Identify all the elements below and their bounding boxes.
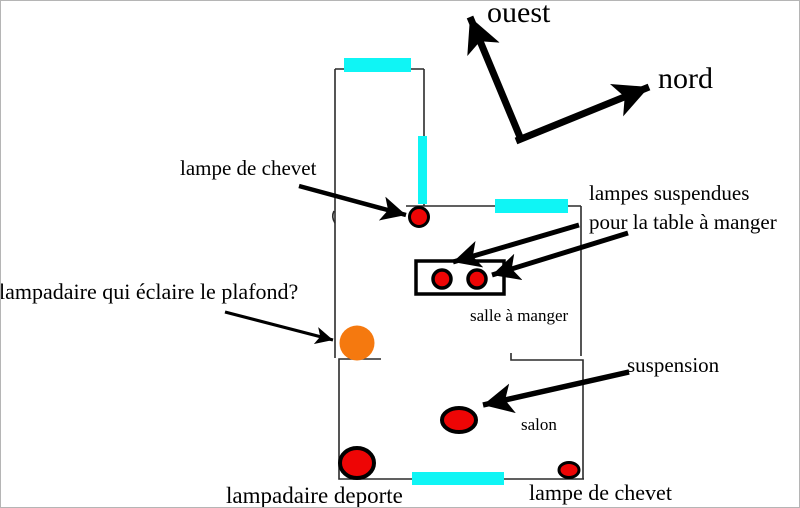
pendant-lamp-dot-1 <box>431 268 453 290</box>
bedside-top-arrow <box>298 183 407 221</box>
windows <box>344 58 568 485</box>
west-arrow <box>466 15 524 139</box>
dining-room-label: salle à manger <box>470 306 569 325</box>
floor-lamp-label: lampadaire deporte <box>226 483 403 508</box>
pendants-label: lampes suspendues pour la table à manger <box>589 179 777 237</box>
bedside-top-label: lampe de chevet <box>180 156 317 180</box>
pendant-arrow-1 <box>452 222 580 268</box>
suspension-label: suspension <box>627 353 720 377</box>
suspension-arrow <box>482 369 630 414</box>
pendants-label-line2: pour la table à manger <box>589 210 777 234</box>
pointer-arrows <box>224 183 630 414</box>
uplighter-lamp-dot <box>339 325 375 361</box>
bedroom-window-top <box>344 58 411 72</box>
compass <box>466 15 651 145</box>
compass-west-label: ouest <box>487 0 551 29</box>
pendant-arrow-2 <box>491 230 629 281</box>
north-arrow <box>514 83 651 145</box>
uplighter-arrow <box>224 310 334 345</box>
living-room-label: salon <box>521 415 557 434</box>
bedside-bottom-label: lampe de chevet <box>529 480 672 505</box>
wall-squiggle <box>331 210 336 224</box>
salon-wall-right <box>510 353 584 479</box>
bedside-lamp-dot-bottom <box>557 461 581 479</box>
suspension-lamp-dot <box>440 406 478 434</box>
compass-north-label: nord <box>658 62 713 95</box>
dining-window <box>495 199 568 213</box>
bedroom-window-right <box>418 136 427 204</box>
dining-table <box>414 259 506 296</box>
uplighter-label: lampadaire qui éclaire le plafond? <box>0 279 299 304</box>
floor-lamp-dot <box>338 446 376 480</box>
salon-window <box>412 472 504 485</box>
pendant-lamp-dot-2 <box>466 268 488 290</box>
pendants-label-line1: lampes suspendues <box>589 181 750 205</box>
bedside-lamp-dot-top <box>408 206 430 228</box>
